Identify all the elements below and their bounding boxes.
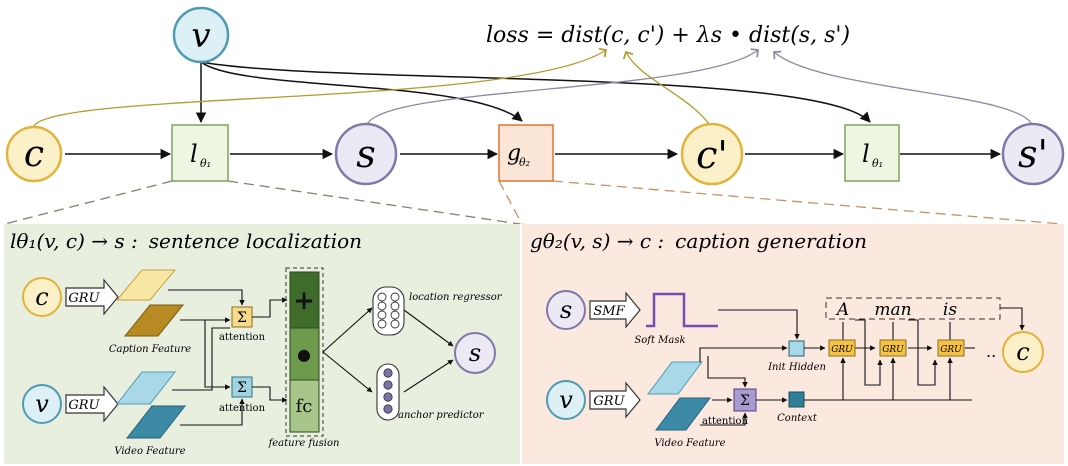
right-sum: Σ	[740, 393, 750, 409]
right-output-c	[1002, 331, 1044, 373]
box-l-theta1-sub: θ₁	[200, 157, 211, 170]
left-output-s	[454, 332, 496, 374]
right-panel: gθ₂(v, s) → c : caption generation s SMF…	[522, 224, 1064, 464]
fusion-plus: +	[293, 286, 315, 316]
left-sum-top: Σ	[237, 310, 247, 326]
caption-feature-shape-back	[115, 269, 177, 301]
word-3: is	[943, 300, 957, 320]
gru-cell-3: GRU	[937, 339, 965, 357]
arrow-sprime-to-loss	[773, 50, 1034, 129]
node-c	[5, 125, 63, 183]
left-gru-bottom: GRU	[68, 398, 100, 413]
left-gru-top: GRU	[68, 291, 100, 306]
node-v	[172, 6, 230, 64]
word-2: man	[874, 300, 911, 320]
soft-mask-label: Soft Mask	[634, 335, 685, 346]
left-panel-title: lθ₁(v, c) → s : sentence localization	[10, 229, 362, 253]
gru-cell-2: GRU	[879, 339, 907, 357]
init-hidden-box	[788, 340, 805, 357]
feature-fusion-label: feature fusion	[268, 438, 340, 449]
left-sum-bottom: Σ	[237, 380, 247, 396]
right-node-s-label: s	[560, 296, 572, 324]
smf-label: SMF	[593, 304, 625, 319]
video-feature-label-left: Video Feature	[114, 446, 185, 457]
box-l-theta1	[171, 124, 229, 182]
caption-feature-shape-front	[123, 304, 185, 337]
gru-cell-2-label: GRU	[882, 345, 904, 355]
right-video-feature-front	[655, 397, 711, 431]
right-node-v	[546, 380, 586, 420]
caption-feature-label: Caption Feature	[109, 344, 191, 355]
box-g-theta2-sub: θ₂	[519, 156, 530, 169]
loss-equation: loss = dist(c, c') + λs • dist(s, s')	[486, 23, 850, 48]
right-gru-arrow	[589, 381, 641, 419]
node-v-label: v	[191, 16, 210, 56]
right-attention-label: attention	[702, 416, 749, 427]
left-attention-top: attention	[219, 332, 266, 343]
right-output-c-label: c	[1016, 338, 1029, 366]
video-feature-shape-back	[115, 371, 177, 405]
node-s	[334, 122, 398, 186]
right-title-text: caption generation	[675, 229, 867, 253]
fusion-dot-cell	[289, 327, 320, 381]
box-l-theta1-main: l	[190, 140, 198, 168]
left-title-text: sentence localization	[149, 229, 362, 253]
right-gru-label: GRU	[593, 394, 625, 409]
left-title-fn: lθ₁(v, c) → s :	[10, 229, 138, 253]
box-g-theta2	[498, 124, 554, 182]
left-panel-bg	[4, 224, 520, 464]
context-box	[788, 391, 805, 408]
box-l-theta1-second-sub: θ₁	[872, 157, 883, 170]
right-panel-title: gθ₂(v, s) → c : caption generation	[530, 229, 867, 253]
node-s-prime	[1001, 122, 1065, 186]
location-regressor-label: location regressor	[409, 292, 503, 303]
panel-connectors	[4, 180, 1063, 225]
top-row: v c l θ₁ s g θ₂ c' l θ₁ s' loss = dist(c…	[5, 6, 1065, 186]
right-title-fn: gθ₂(v, s) → c :	[530, 229, 664, 253]
fusion-dot: ●	[297, 345, 311, 364]
soft-mask-wave	[646, 292, 718, 328]
box-g-theta2-main: g	[507, 141, 521, 166]
left-panel: lθ₁(v, c) → s : sentence localization c …	[4, 224, 520, 464]
smf-arrow	[589, 291, 641, 329]
left-output-s-label: s	[469, 339, 481, 367]
fusion-fc-cell	[289, 379, 320, 433]
arrow-v-to-g2	[200, 61, 523, 122]
anchor-predictor-capsule	[376, 363, 400, 421]
gru-cell-1: GRU	[828, 339, 856, 357]
node-s-prime-label: s'	[1018, 132, 1048, 176]
video-feature-shape-front	[125, 405, 187, 439]
arrow-c-to-loss	[32, 47, 607, 129]
anchor-predictor-label: anchor predictor	[398, 410, 485, 421]
right-node-s	[546, 290, 586, 330]
init-hidden-label: Init Hidden	[767, 362, 826, 373]
node-c-label: c	[24, 134, 44, 175]
fusion-fc: fc	[296, 396, 313, 417]
left-gru-top-arrow	[65, 278, 119, 316]
context-label: Context	[777, 413, 818, 424]
arrow-cprime-to-loss	[622, 50, 713, 129]
arrow-v-to-l1b	[200, 61, 871, 123]
right-video-feature-back	[647, 361, 703, 395]
location-regressor-capsule	[372, 286, 405, 336]
left-node-v-label: v	[35, 390, 49, 418]
left-gru-bottom-arrow	[65, 385, 119, 423]
box-l-theta1-second	[844, 124, 900, 182]
word-1: A	[835, 300, 849, 320]
left-node-c-label: c	[35, 283, 48, 311]
left-node-c	[22, 277, 62, 317]
left-node-v	[22, 384, 62, 424]
gru-cell-3-label: GRU	[940, 345, 962, 355]
words-dashed-box	[825, 297, 1001, 320]
node-s-label: s	[356, 132, 376, 176]
gru-ellipsis: ..	[986, 342, 996, 361]
node-c-prime	[680, 122, 744, 186]
right-node-v-label: v	[559, 386, 573, 414]
right-video-feature-label: Video Feature	[654, 438, 725, 449]
arrow-s-to-loss	[365, 48, 759, 129]
box-l-theta1-second-main: l	[862, 140, 870, 168]
node-c-prime-label: c'	[696, 133, 728, 177]
gru-cell-1-label: GRU	[831, 345, 853, 355]
